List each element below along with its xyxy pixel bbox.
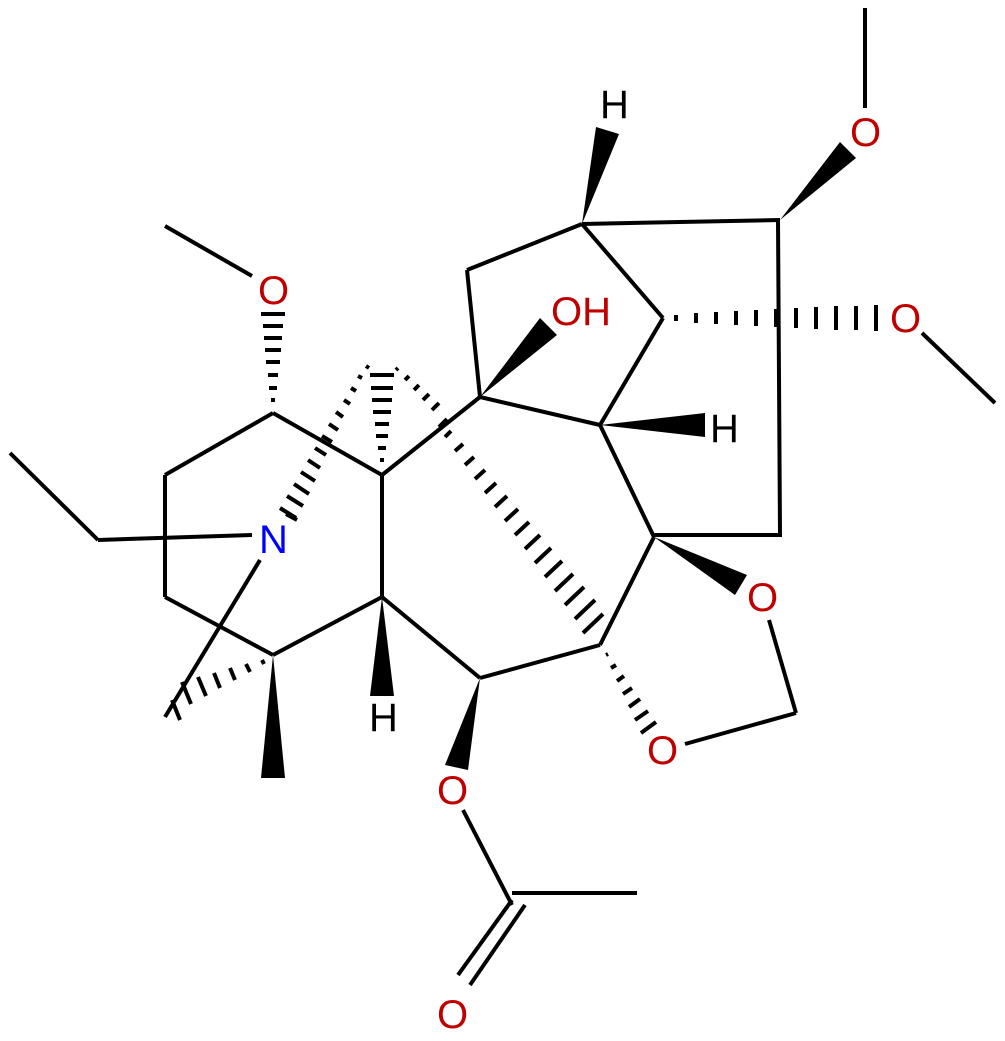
hydrogen-label: H [600,83,629,127]
oxygen-label: O [258,269,289,313]
wedge-bonds [261,127,856,778]
hydrogen-label: H [369,696,398,740]
oxygen-label: O [437,993,468,1037]
nitrogen-label: N [259,518,288,562]
hydrogen-label: H [710,407,739,451]
oxygen-label: O [850,111,881,155]
hashed-bonds [170,305,878,735]
atom-labels: O O O OH H H H N O O O O [258,83,921,1037]
hydroxyl-label: OH [551,290,611,334]
oxygen-label: O [437,769,468,813]
oxygen-label: O [647,729,678,773]
oxygen-label: O [890,297,921,341]
oxygen-label: O [747,576,778,620]
bonds [8,8,997,987]
